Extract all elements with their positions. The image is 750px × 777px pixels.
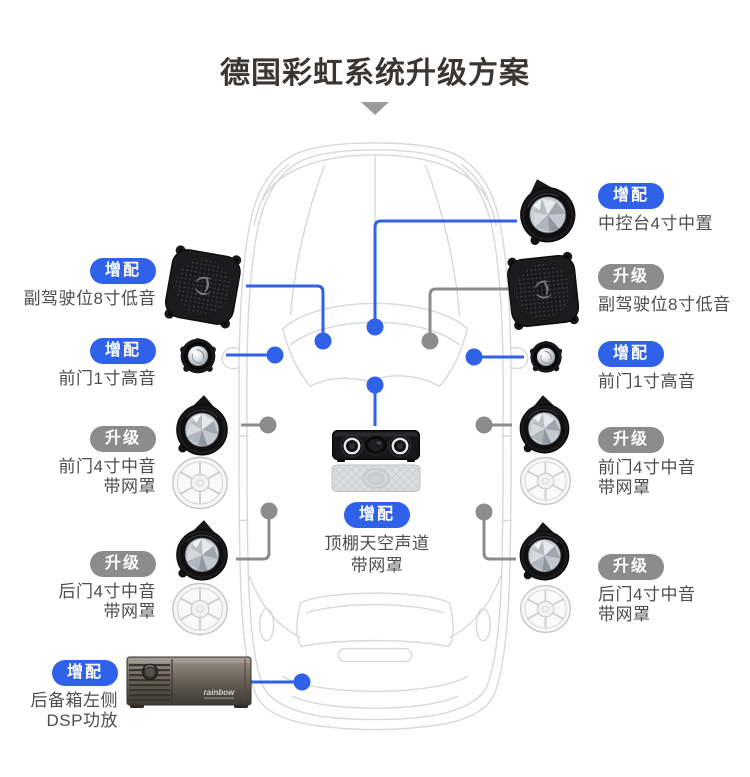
midrange-4inch-left-front-image	[175, 394, 229, 456]
callout-label: 前门4寸中音	[598, 458, 696, 477]
badge-add: 增配	[51, 660, 118, 686]
callout-label: 前门1寸高音	[58, 369, 156, 388]
callout-label: 前门4寸中音	[58, 457, 156, 476]
tweeter-1inch-right-image	[528, 339, 564, 375]
badge-upgrade: 升级	[89, 426, 156, 452]
callout-right-center-speaker: 增配 中控台4寸中置	[598, 183, 748, 234]
callout-left-rear-mid: 升级 后门4寸中音 带网罩	[0, 551, 156, 622]
callout-left-front-tweeter: 增配 前门1寸高音	[0, 338, 156, 389]
dsp-amplifier-image	[126, 652, 252, 712]
midrange-4inch-right-rear-image	[515, 518, 573, 583]
callout-label-line2: 带网罩	[103, 477, 156, 496]
callout-label: 后门4寸中音	[58, 582, 156, 601]
callout-left-front-woofer: 增配 副驾驶位8寸低音	[0, 258, 156, 309]
badge-upgrade: 升级	[598, 427, 665, 453]
callout-label: 中控台4寸中置	[598, 214, 713, 233]
woofer-8inch-right-image	[495, 241, 590, 340]
badge-upgrade: 升级	[598, 264, 665, 290]
callout-label: 后备箱左侧	[30, 691, 118, 710]
callout-roof-sky-channel: 增配 顶棚天空声道 带网罩	[307, 502, 447, 577]
badge-upgrade: 升级	[598, 554, 665, 580]
callout-label: 副驾驶位8寸低音	[23, 289, 156, 308]
callout-label: 顶棚天空声道	[324, 534, 430, 553]
callout-right-front-woofer: 升级 副驾驶位8寸低音	[598, 264, 748, 315]
tweeter-1inch-left-image	[178, 336, 218, 376]
page-title: 德国彩虹系统升级方案	[220, 57, 530, 90]
badge-upgrade: 升级	[89, 551, 156, 577]
woofer-8inch-left-image	[155, 236, 251, 337]
callout-right-front-tweeter: 增配 前门1寸高音	[598, 341, 748, 392]
sky-channel-module-image	[332, 429, 420, 463]
callout-left-front-mid: 升级 前门4寸中音 带网罩	[0, 426, 156, 497]
callout-label-line2: 带网罩	[350, 556, 404, 575]
callout-label: 副驾驶位8寸低音	[598, 295, 731, 314]
midrange-4inch-right-front-image	[515, 391, 573, 456]
callout-label-line2: 带网罩	[103, 602, 156, 621]
callout-label: 前门1寸高音	[598, 372, 696, 391]
badge-add: 增配	[89, 258, 156, 284]
mesh-grille-right-front-image	[519, 456, 572, 506]
mesh-grille-left-rear-image	[171, 582, 229, 636]
midrange-4inch-left-rear-image	[175, 519, 229, 581]
sky-channel-mesh-image	[331, 464, 421, 493]
badge-add: 增配	[598, 341, 665, 367]
badge-add: 增配	[598, 183, 665, 209]
badge-add: 增配	[89, 338, 156, 364]
callout-label-line2: 带网罩	[598, 478, 651, 497]
mesh-grille-left-front-image	[171, 456, 229, 510]
callout-label-line2: 带网罩	[598, 605, 651, 624]
callout-left-dsp: 增配 后备箱左侧 DSP功放	[3, 660, 118, 731]
mesh-grille-right-rear-image	[519, 584, 572, 634]
callout-label-line2: DSP功放	[46, 711, 118, 730]
callout-right-rear-mid: 升级 后门4寸中音 带网罩	[598, 554, 748, 625]
callout-label: 后门4寸中音	[598, 585, 696, 604]
caret-down-icon	[361, 102, 389, 115]
callout-right-front-mid: 升级 前门4寸中音 带网罩	[598, 427, 748, 498]
badge-add: 增配	[343, 502, 410, 528]
